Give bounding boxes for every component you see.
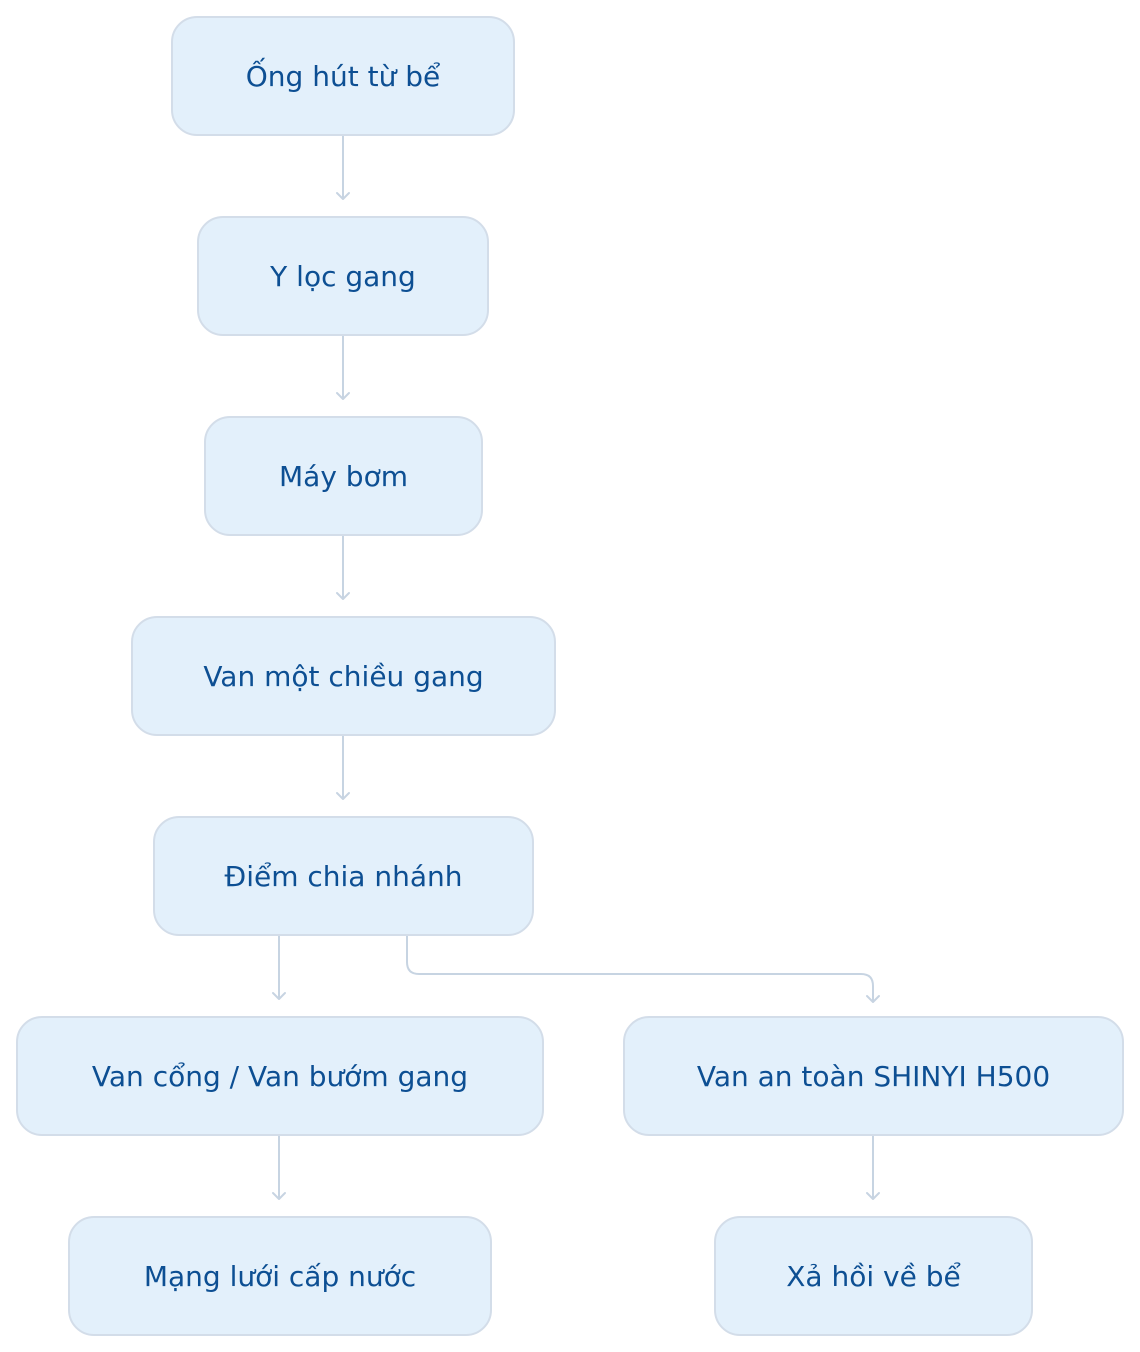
edge-n2-n3 [336, 336, 350, 400]
edge-n7-n9 [866, 1136, 880, 1200]
node-van-mot-chieu-gang: Van một chiều gang [131, 616, 556, 736]
edge-n5-n7 [406, 936, 880, 1003]
node-van-cong-van-buom-gang: Van cổng / Van bướm gang [16, 1016, 544, 1136]
edge-n1-n2 [336, 136, 350, 200]
edge-n4-n5 [336, 736, 350, 800]
node-y-loc-gang: Y lọc gang [197, 216, 489, 336]
node-may-bom: Máy bơm [204, 416, 483, 536]
node-van-an-toan-shinyi-h500: Van an toàn SHINYI H500 [623, 1016, 1124, 1136]
node-xa-hoi-ve-be: Xả hồi về bể [714, 1216, 1033, 1336]
node-ong-hut-tu-be: Ống hút từ bể [171, 16, 515, 136]
edge-n6-n8 [272, 1136, 286, 1200]
edge-n3-n4 [336, 536, 350, 600]
node-mang-luoi-cap-nuoc: Mạng lưới cấp nước [68, 1216, 492, 1336]
edge-n5-n6 [272, 936, 286, 1000]
node-diem-chia-nhanh: Điểm chia nhánh [153, 816, 534, 936]
